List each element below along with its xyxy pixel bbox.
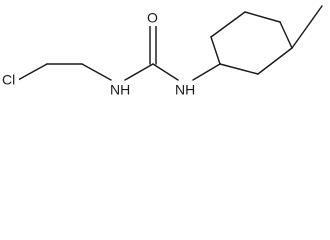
- bond-ring-methyl: [291, 5, 323, 49]
- right-nh-label-background: [175, 82, 199, 98]
- molecule-structure: Cl O NH NH: [1, 5, 323, 98]
- bond-cl-c1: [17, 63, 48, 81]
- molecule-canvas: Cl O NH NH: [0, 0, 330, 104]
- right-nh-atom-label: NH: [175, 82, 195, 98]
- ring-bond-1: [219, 63, 259, 75]
- left-nh-atom-label: NH: [110, 82, 130, 98]
- bond-carbonyl-n2: [152, 63, 179, 81]
- atom-label-layer: Cl O NH NH: [1, 10, 199, 98]
- bond-n1-carbonyl: [124, 63, 154, 81]
- ring-bond-3: [279, 21, 293, 49]
- ring-bond-5: [210, 11, 246, 38]
- ring-bond-4: [244, 11, 281, 23]
- bond-n2-ring: [192, 63, 221, 81]
- ring-bond-6: [210, 36, 221, 65]
- bond-c2-n1: [81, 63, 112, 81]
- oxygen-label-background: [146, 10, 160, 26]
- chlorine-atom-label: Cl: [2, 72, 15, 88]
- oxygen-atom-label: O: [147, 10, 158, 26]
- bond-layer: [17, 5, 323, 81]
- ring-bond-2: [257, 47, 293, 75]
- chlorine-label-background: [1, 72, 19, 88]
- left-nh-label-background: [110, 82, 134, 98]
